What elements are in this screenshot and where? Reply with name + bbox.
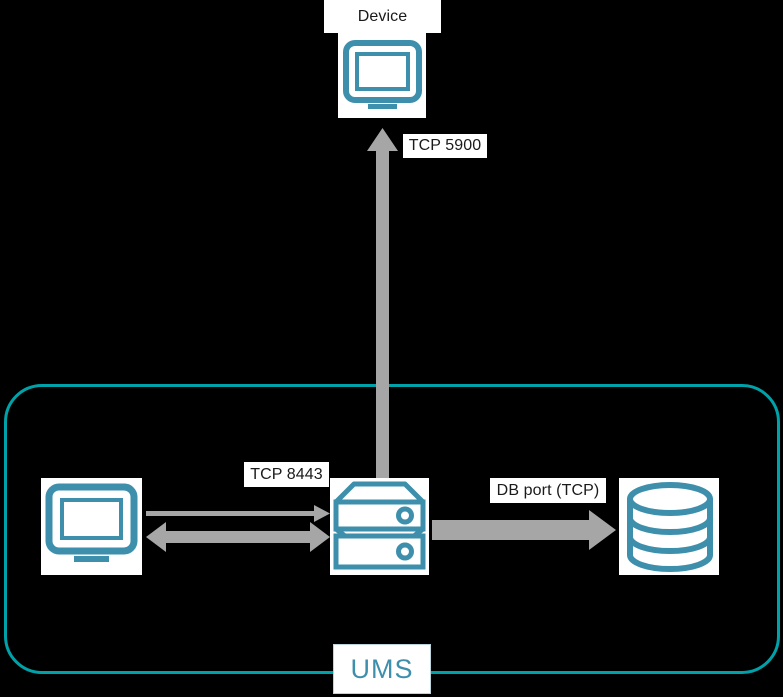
database-icon [624, 481, 716, 573]
arrow-up-glyph [367, 128, 398, 480]
connection-client-to-server [146, 500, 332, 556]
device-label: Device [324, 0, 441, 33]
arrow-bidirectional-glyph [146, 522, 330, 552]
arrow-right-thick-glyph [432, 510, 616, 550]
arrow-right-thin-glyph [146, 505, 330, 522]
connection-label-db-port: DB port (TCP) [490, 478, 606, 503]
connection-label-tcp-8443: TCP 8443 [244, 462, 329, 487]
client-monitor-icon [44, 483, 139, 568]
device-icon-plate [338, 33, 426, 118]
connection-label-tcp-5900: TCP 5900 [403, 134, 487, 158]
connection-server-to-database [432, 508, 617, 552]
device-monitor-icon [340, 40, 425, 112]
connection-server-to-device [360, 120, 406, 485]
server-icon [331, 479, 428, 574]
ums-boundary-label: UMS [333, 644, 431, 694]
